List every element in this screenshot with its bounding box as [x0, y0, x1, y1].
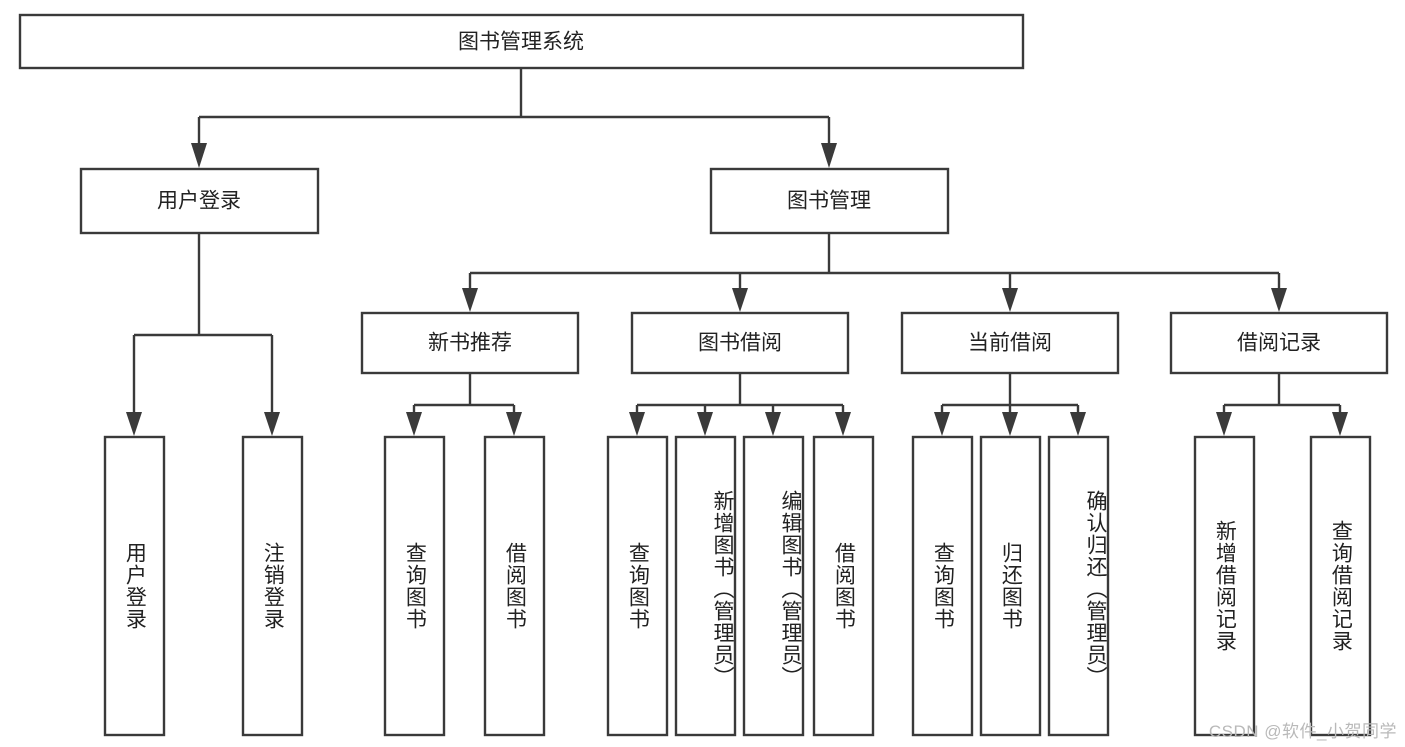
leaf-box-return-book[interactable]: [979, 435, 1042, 737]
node-book-borrow[interactable]: 图书借阅: [630, 311, 850, 375]
connector-bookmanage-to-level3: [462, 233, 1287, 312]
arrow-head-icon: [126, 412, 142, 436]
arrow-head-icon: [697, 412, 713, 436]
node-new-book-recommend-box[interactable]: [360, 311, 580, 375]
node-book-borrow-label: 图书借阅: [698, 332, 782, 355]
arrow-head-icon: [934, 412, 950, 436]
connector-root-to-level2: [191, 68, 837, 168]
connector-bookborrow-to-leaves: [629, 373, 851, 436]
leaf-box-borrow-book-1[interactable]: [483, 435, 546, 737]
node-root-box[interactable]: [18, 13, 1025, 70]
connector-userlogin-to-leaves: [126, 233, 280, 436]
arrow-head-icon: [765, 412, 781, 436]
node-user-login[interactable]: 用户登录: [79, 167, 320, 235]
node-borrow-record[interactable]: 借阅记录: [1169, 311, 1389, 375]
node-current-borrow-box[interactable]: [900, 311, 1120, 375]
arrow-head-icon: [629, 412, 645, 436]
node-user-login-box[interactable]: [79, 167, 320, 235]
node-book-manage-label: 图书管理: [787, 190, 871, 213]
node-new-book-recommend[interactable]: 新书推荐: [360, 311, 580, 375]
node-borrow-record-label: 借阅记录: [1237, 332, 1321, 355]
node-book-manage[interactable]: 图书管理: [709, 167, 950, 235]
arrow-head-icon: [1332, 412, 1348, 436]
node-user-login-label: 用户登录: [157, 190, 241, 213]
arrow-head-icon: [821, 143, 837, 168]
leaf-box-query-book-2[interactable]: [606, 435, 669, 737]
leaf-box-confirm-return[interactable]: [1047, 435, 1110, 737]
leaf-box-add-record[interactable]: [1193, 435, 1256, 737]
arrow-head-icon: [835, 412, 851, 436]
node-new-book-recommend-label: 新书推荐: [428, 332, 512, 355]
node-borrow-record-box[interactable]: [1169, 311, 1389, 375]
arrow-head-icon: [191, 143, 207, 168]
arrow-head-icon: [406, 412, 422, 436]
connector-currentborrow-to-leaves: [934, 373, 1086, 436]
watermark-text: CSDN @软件_小贺同学: [1208, 722, 1397, 741]
leaf-box-query-book-3[interactable]: [911, 435, 974, 737]
leaf-box-add-book[interactable]: [674, 435, 737, 737]
connector-borrowrecord-to-leaves: [1216, 373, 1348, 436]
leaf-box-query-record[interactable]: [1309, 435, 1372, 737]
node-root[interactable]: 图书管理系统: [18, 13, 1025, 70]
leaf-box-user-login[interactable]: [103, 435, 166, 737]
node-book-manage-box[interactable]: [709, 167, 950, 235]
arrow-head-icon: [506, 412, 522, 436]
leaf-box-borrow-book-2[interactable]: [812, 435, 875, 737]
node-current-borrow-label: 当前借阅: [968, 332, 1052, 355]
connector-newbook-to-leaves: [406, 373, 522, 436]
arrow-head-icon: [732, 288, 748, 312]
leaf-box-logout-login[interactable]: [241, 435, 304, 737]
arrow-head-icon: [1002, 288, 1018, 312]
arrow-head-icon: [1216, 412, 1232, 436]
node-root-label: 图书管理系统: [458, 31, 584, 54]
arrow-head-icon: [264, 412, 280, 436]
arrow-head-icon: [1271, 288, 1287, 312]
leaf-box-edit-book[interactable]: [742, 435, 805, 737]
arrow-head-icon: [462, 288, 478, 312]
node-current-borrow[interactable]: 当前借阅: [900, 311, 1120, 375]
arrow-head-icon: [1070, 412, 1086, 436]
arrow-head-icon: [1002, 412, 1018, 436]
node-book-borrow-box[interactable]: [630, 311, 850, 375]
leaf-box-query-book-1[interactable]: [383, 435, 446, 737]
